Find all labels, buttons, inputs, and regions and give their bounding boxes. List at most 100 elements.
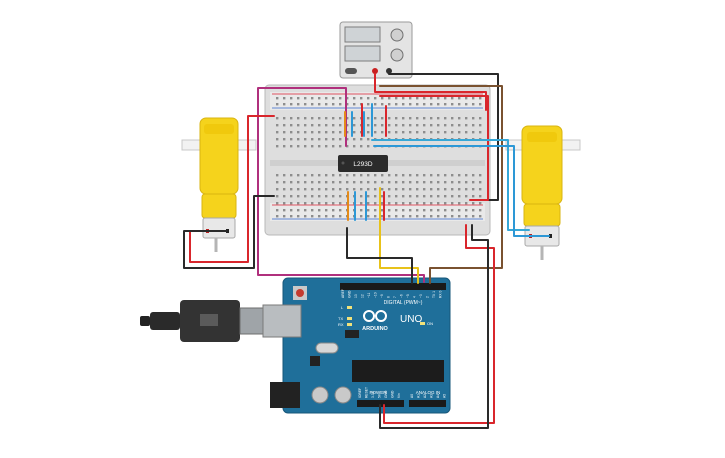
breadboard-hole[interactable] — [353, 117, 356, 120]
breadboard-hole[interactable] — [276, 209, 279, 212]
wire-right-motor-a[interactable] — [371, 139, 530, 231]
breadboard-hole[interactable] — [339, 145, 342, 148]
breadboard-hole[interactable] — [367, 97, 370, 100]
breadboard-hole[interactable] — [437, 181, 440, 184]
breadboard-hole[interactable] — [402, 117, 405, 120]
wire-top-red[interactable] — [379, 95, 489, 201]
breadboard-hole[interactable] — [472, 215, 475, 218]
breadboard-hole[interactable] — [465, 174, 468, 177]
breadboard-hole[interactable] — [437, 188, 440, 191]
breadboard-hole[interactable] — [479, 188, 482, 191]
breadboard-hole[interactable] — [395, 195, 398, 198]
breadboard-hole[interactable] — [402, 202, 405, 205]
breadboard-hole[interactable] — [360, 202, 363, 205]
breadboard-hole[interactable] — [479, 215, 482, 218]
breadboard-hole[interactable] — [318, 209, 321, 212]
breadboard-hole[interactable] — [374, 131, 377, 134]
breadboard-hole[interactable] — [388, 124, 391, 127]
breadboard-hole[interactable] — [416, 124, 419, 127]
breadboard-hole[interactable] — [451, 131, 454, 134]
breadboard-hole[interactable] — [465, 202, 468, 205]
breadboard-hole[interactable] — [304, 138, 307, 141]
breadboard-hole[interactable] — [318, 202, 321, 205]
breadboard-hole[interactable] — [297, 215, 300, 218]
breadboard-hole[interactable] — [360, 209, 363, 212]
breadboard-hole[interactable] — [381, 124, 384, 127]
breadboard-hole[interactable] — [367, 117, 370, 120]
breadboard-hole[interactable] — [465, 181, 468, 184]
breadboard-hole[interactable] — [367, 103, 370, 106]
breadboard-hole[interactable] — [311, 174, 314, 177]
breadboard-hole[interactable] — [297, 117, 300, 120]
breadboard-hole[interactable] — [339, 195, 342, 198]
breadboard-hole[interactable] — [374, 117, 377, 120]
breadboard-hole[interactable] — [332, 181, 335, 184]
breadboard-hole[interactable] — [360, 188, 363, 191]
breadboard-hole[interactable] — [388, 195, 391, 198]
breadboard-hole[interactable] — [451, 188, 454, 191]
breadboard-hole[interactable] — [423, 209, 426, 212]
breadboard-hole[interactable] — [430, 124, 433, 127]
breadboard-hole[interactable] — [381, 97, 384, 100]
breadboard-hole[interactable] — [472, 174, 475, 177]
breadboard-hole[interactable] — [311, 103, 314, 106]
right-motor[interactable] — [505, 125, 581, 260]
breadboard-hole[interactable] — [276, 103, 279, 106]
breadboard-hole[interactable] — [430, 97, 433, 100]
breadboard-hole[interactable] — [472, 124, 475, 127]
breadboard-hole[interactable] — [479, 103, 482, 106]
breadboard-hole[interactable] — [423, 188, 426, 191]
breadboard-hole[interactable] — [437, 195, 440, 198]
breadboard-hole[interactable] — [339, 124, 342, 127]
breadboard-hole[interactable] — [290, 103, 293, 106]
breadboard-hole[interactable] — [325, 188, 328, 191]
breadboard-hole[interactable] — [479, 195, 482, 198]
breadboard-hole[interactable] — [367, 195, 370, 198]
breadboard-hole[interactable] — [367, 181, 370, 184]
breadboard-hole[interactable] — [290, 97, 293, 100]
breadboard-hole[interactable] — [311, 97, 314, 100]
breadboard-hole[interactable] — [402, 97, 405, 100]
breadboard-hole[interactable] — [353, 188, 356, 191]
breadboard-hole[interactable] — [444, 131, 447, 134]
breadboard-hole[interactable] — [346, 174, 349, 177]
wire-supply-positive[interactable] — [374, 73, 487, 111]
breadboard-hole[interactable] — [332, 195, 335, 198]
breadboard-hole[interactable] — [360, 181, 363, 184]
breadboard-hole[interactable] — [458, 97, 461, 100]
breadboard-hole[interactable] — [276, 124, 279, 127]
breadboard-hole[interactable] — [311, 209, 314, 212]
breadboard-hole[interactable] — [367, 174, 370, 177]
wire-red-vin[interactable] — [383, 224, 495, 424]
breadboard-hole[interactable] — [346, 117, 349, 120]
breadboard-hole[interactable] — [325, 117, 328, 120]
breadboard-hole[interactable] — [381, 195, 384, 198]
breadboard-hole[interactable] — [423, 103, 426, 106]
breadboard-hole[interactable] — [479, 181, 482, 184]
breadboard-hole[interactable] — [325, 124, 328, 127]
breadboard-hole[interactable] — [283, 117, 286, 120]
breadboard-hole[interactable] — [444, 174, 447, 177]
wire-black-gnd[interactable] — [379, 224, 489, 429]
breadboard-hole[interactable] — [395, 181, 398, 184]
usb-cable[interactable] — [140, 300, 271, 342]
breadboard-hole[interactable] — [423, 215, 426, 218]
breadboard-hole[interactable] — [444, 103, 447, 106]
breadboard-hole[interactable] — [451, 124, 454, 127]
breadboard-hole[interactable] — [318, 145, 321, 148]
breadboard-hole[interactable] — [458, 188, 461, 191]
breadboard-hole[interactable] — [276, 195, 279, 198]
breadboard-hole[interactable] — [402, 174, 405, 177]
breadboard-hole[interactable] — [311, 195, 314, 198]
breadboard-hole[interactable] — [444, 215, 447, 218]
breadboard-hole[interactable] — [297, 131, 300, 134]
breadboard-hole[interactable] — [318, 97, 321, 100]
breadboard-hole[interactable] — [297, 174, 300, 177]
breadboard-hole[interactable] — [339, 117, 342, 120]
breadboard-hole[interactable] — [325, 97, 328, 100]
breadboard-hole[interactable] — [304, 131, 307, 134]
breadboard-hole[interactable] — [283, 215, 286, 218]
breadboard-hole[interactable] — [325, 174, 328, 177]
breadboard-hole[interactable] — [430, 103, 433, 106]
breadboard-hole[interactable] — [297, 145, 300, 148]
